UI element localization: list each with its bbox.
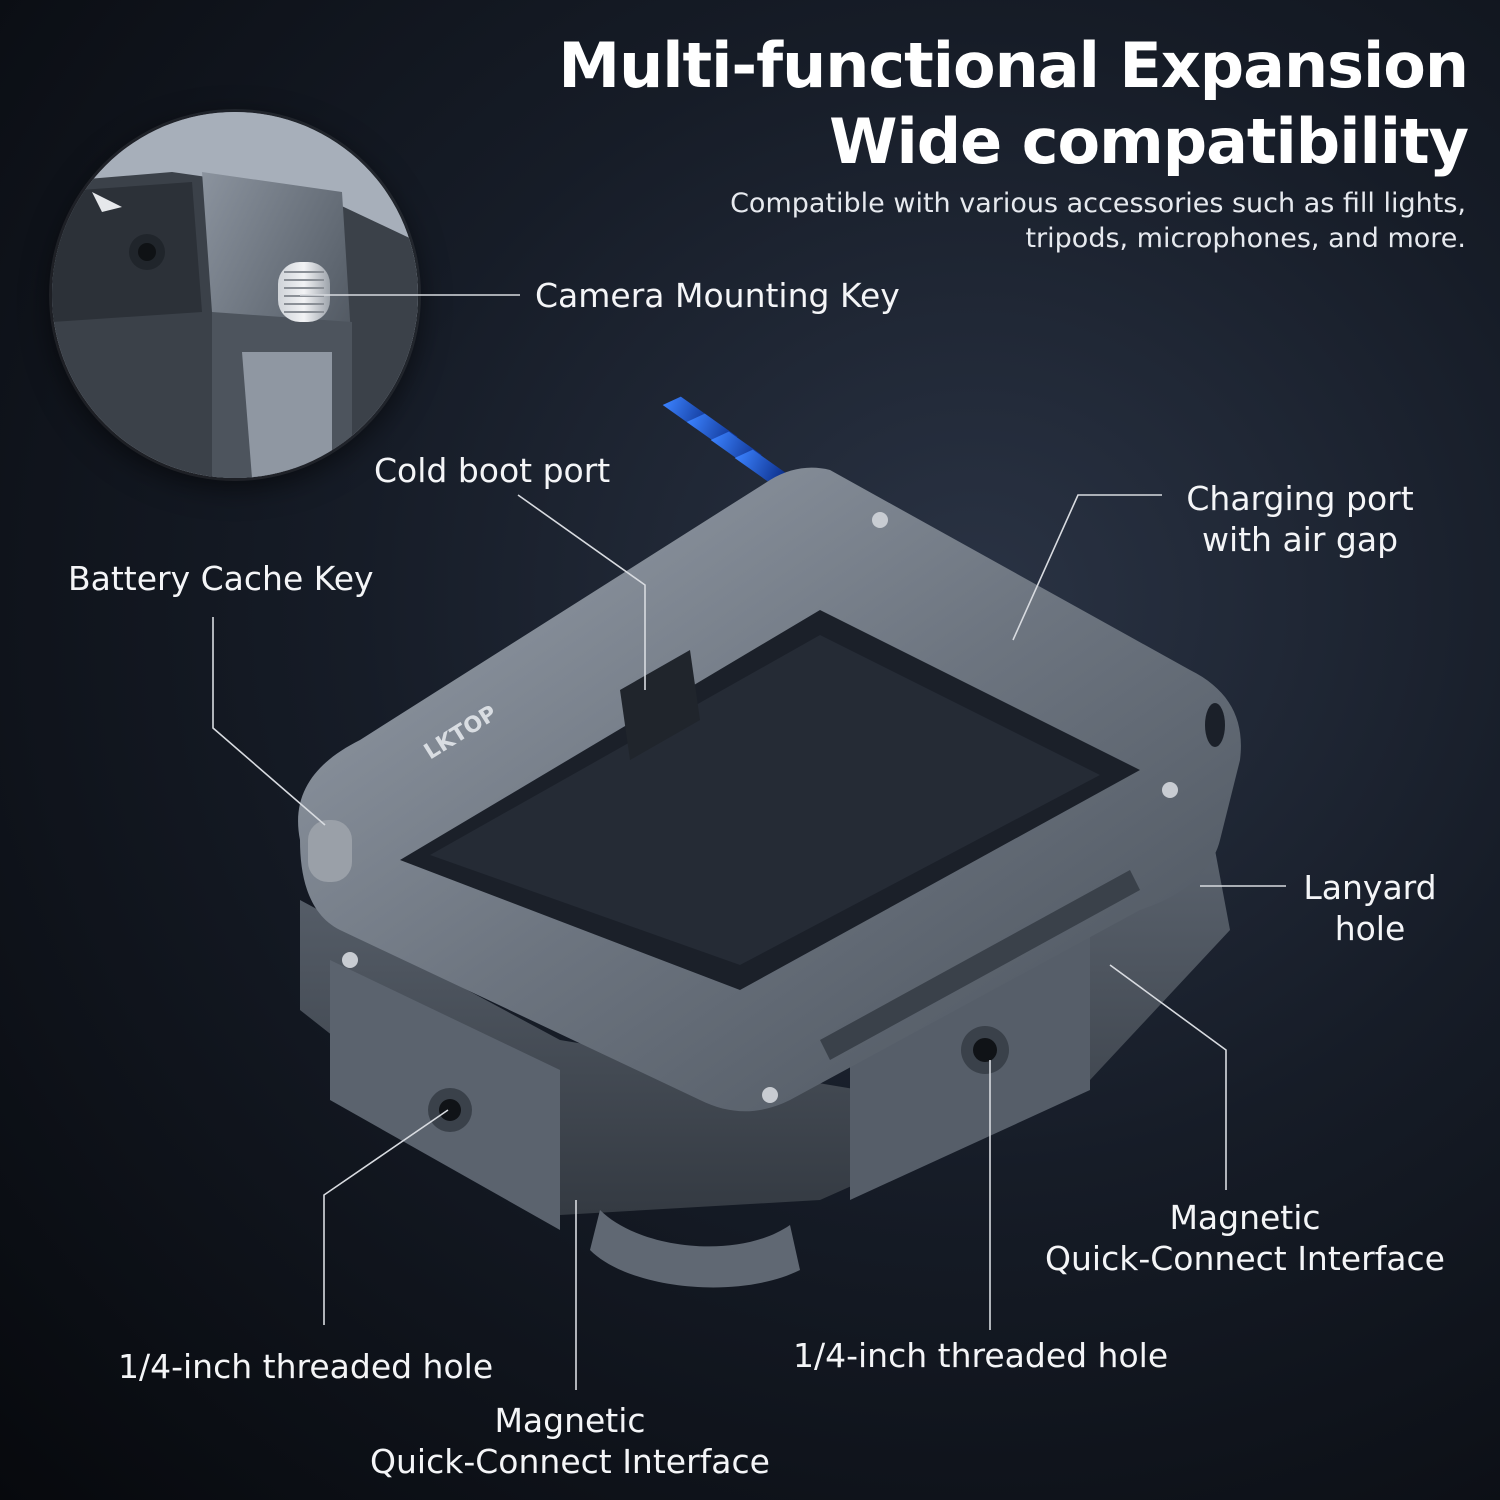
chevron-up-left-icon <box>662 396 786 482</box>
charging-port-line-1: Charging port <box>1186 479 1414 518</box>
subheadline: Compatible with various accessories such… <box>730 186 1466 256</box>
lanyard-line-2: hole <box>1334 909 1406 948</box>
label-threaded-hole-right: 1/4-inch threaded hole <box>793 1336 1169 1375</box>
label-magnetic-bottom: Magnetic Quick-Connect Interface <box>355 1400 785 1482</box>
label-lanyard-hole: Lanyard hole <box>1290 867 1450 949</box>
battery-cache-key <box>308 820 352 882</box>
leader-lines <box>212 294 1286 1390</box>
subheadline-line-2: tripods, microphones, and more. <box>1025 223 1466 254</box>
label-cold-boot-port: Cold boot port <box>374 451 611 490</box>
cage-upper-frame: LKTOP <box>298 467 1241 1132</box>
magnetic-right-line-2: Quick-Connect Interface <box>1045 1239 1445 1278</box>
magnetic-bottom-line-2: Quick-Connect Interface <box>370 1442 770 1481</box>
magnetic-bottom-line-1: Magnetic <box>494 1401 646 1440</box>
headline: Multi-functional Expansion Wide compatib… <box>558 28 1469 180</box>
label-battery-cache-key: Battery Cache Key <box>68 559 374 598</box>
label-magnetic-right: Magnetic Quick-Connect Interface <box>1030 1197 1460 1279</box>
label-threaded-hole-left: 1/4-inch threaded hole <box>118 1347 494 1386</box>
charging-port-line-2: with air gap <box>1201 520 1399 559</box>
headline-line-1: Multi-functional Expansion <box>558 29 1469 102</box>
subheadline-line-1: Compatible with various accessories such… <box>730 188 1466 219</box>
headline-line-2: Wide compatibility <box>829 105 1469 178</box>
label-charging-port: Charging port with air gap <box>1170 478 1430 560</box>
lanyard-line-1: Lanyard <box>1303 868 1437 907</box>
label-camera-mounting-key: Camera Mounting Key <box>535 276 900 315</box>
magnetic-right-line-1: Magnetic <box>1169 1198 1321 1237</box>
mounting-key-knob <box>278 262 330 322</box>
